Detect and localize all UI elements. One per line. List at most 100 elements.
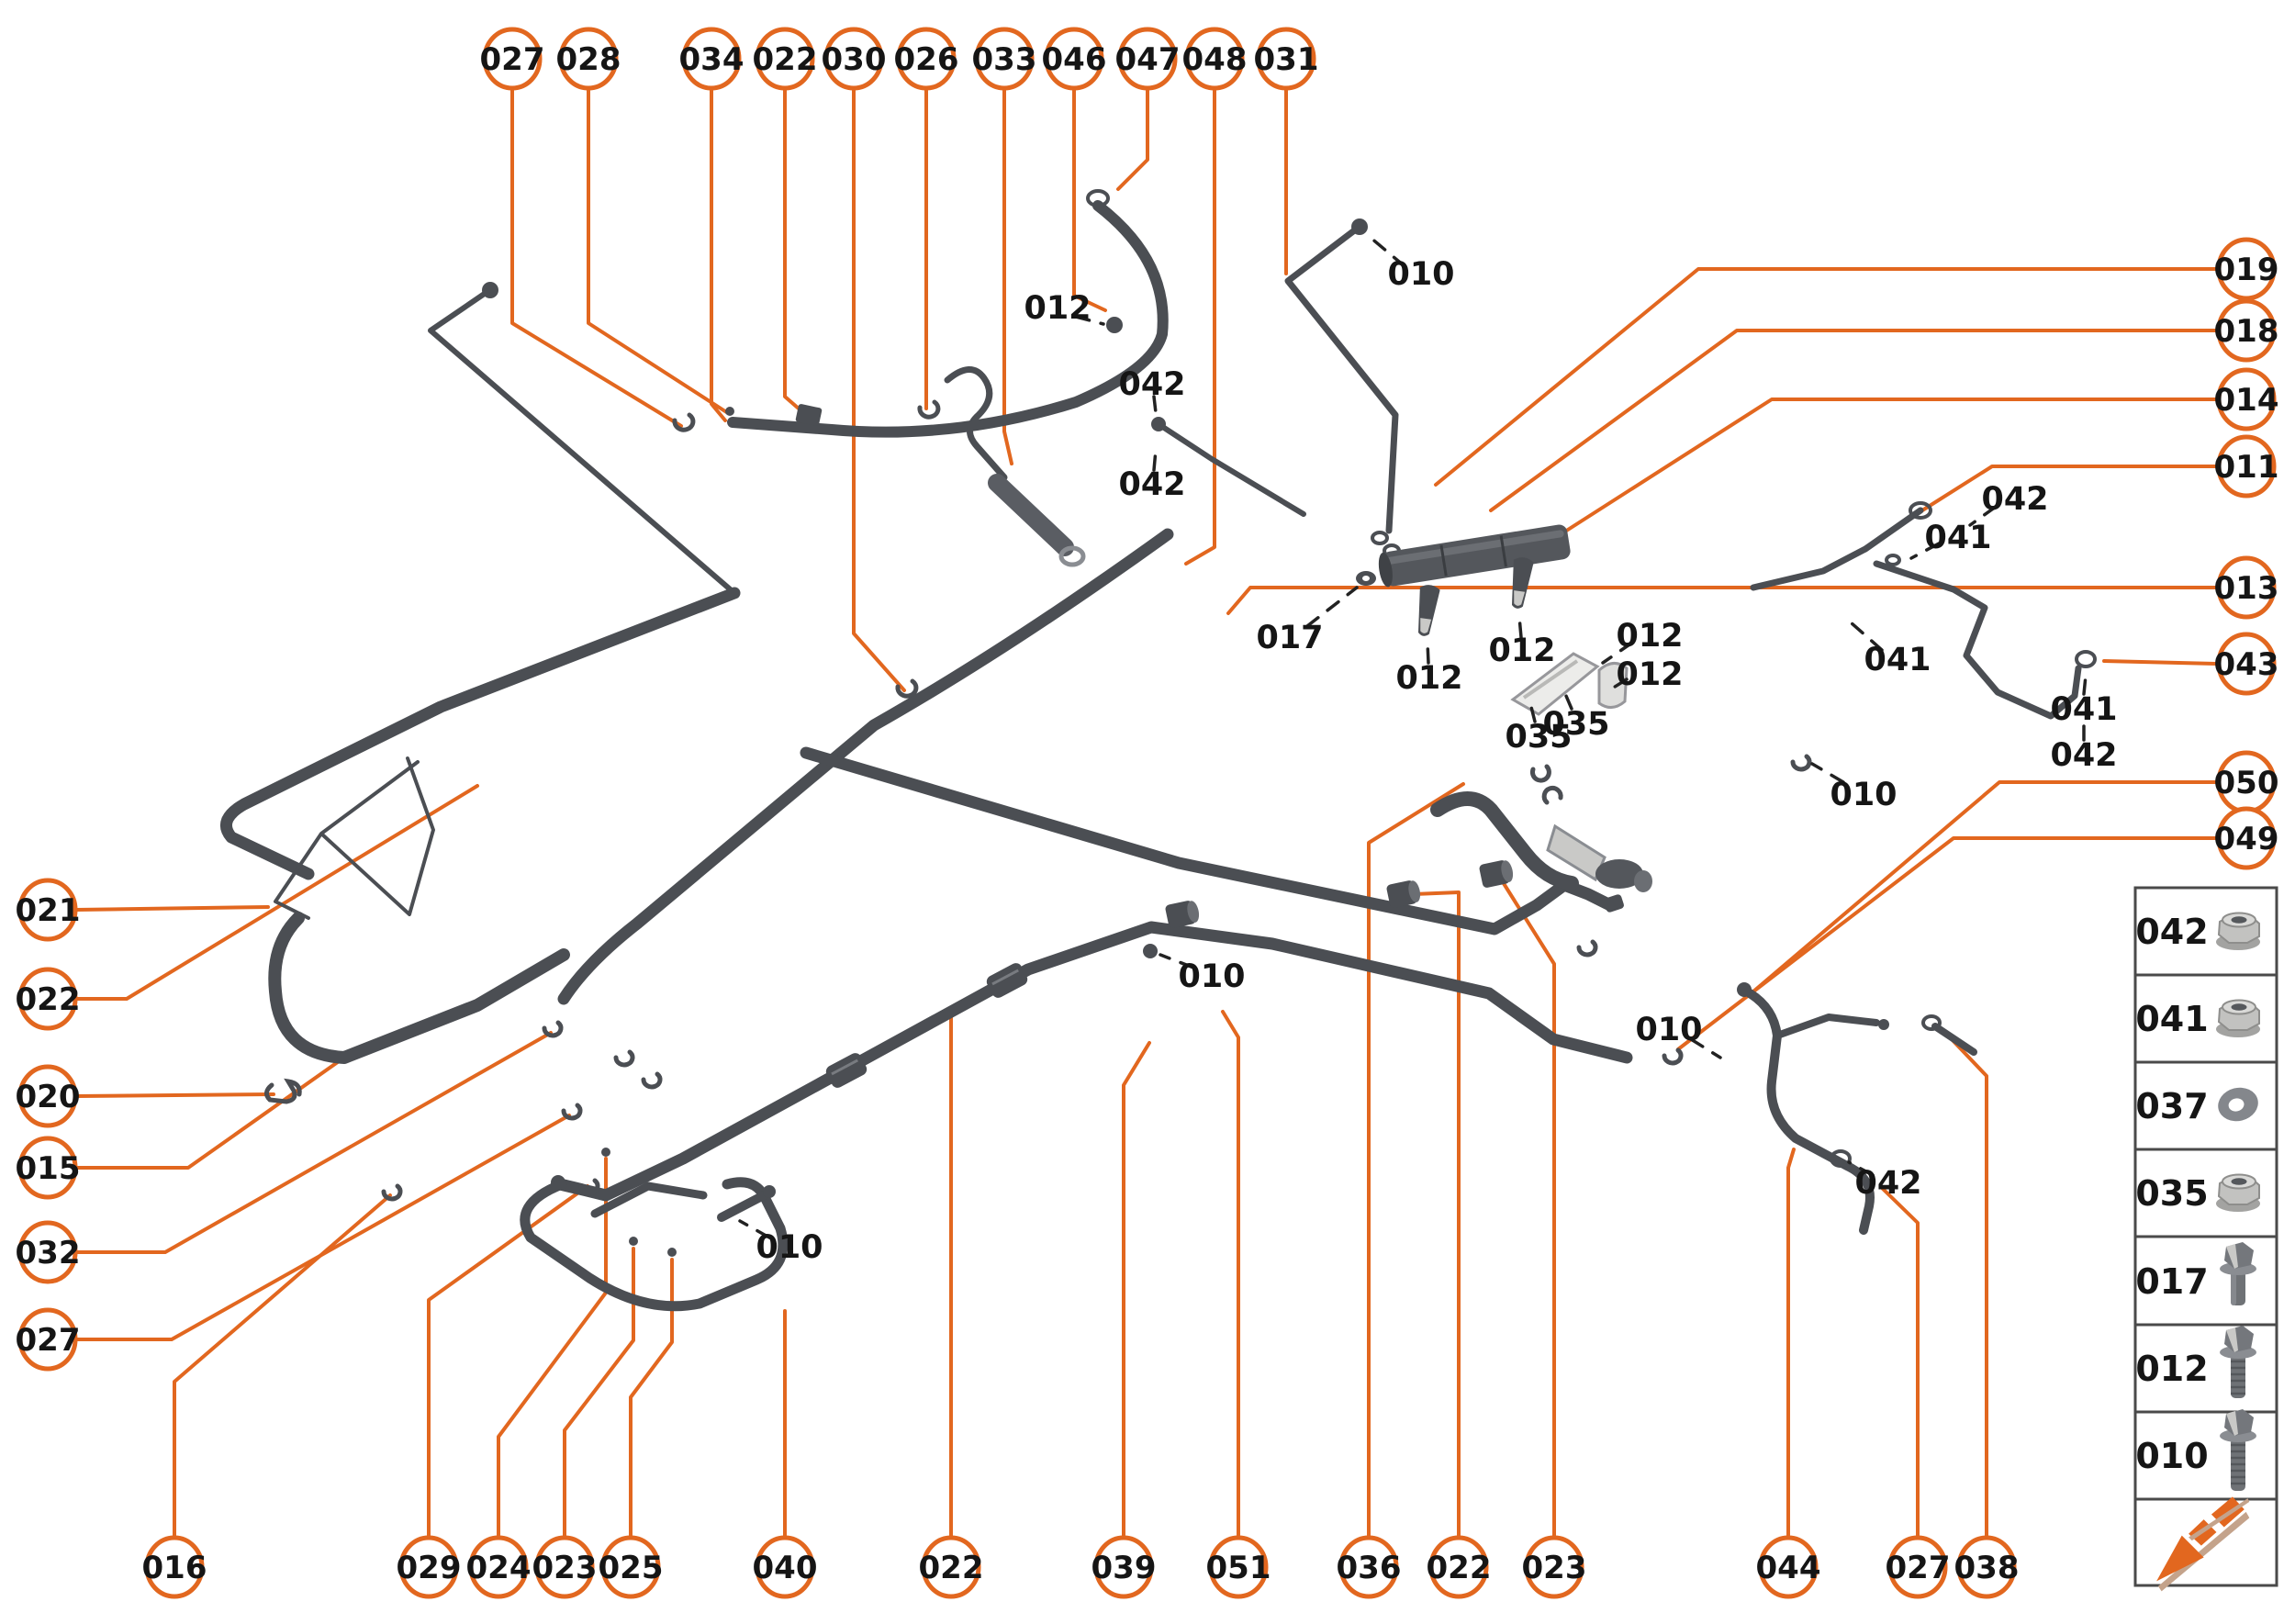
callout-right-019[interactable]: 019 (2214, 237, 2279, 301)
callout-top-026[interactable]: 026 (894, 27, 959, 91)
callout-circle (1044, 27, 1104, 91)
callout-circle (17, 967, 78, 1031)
legend-label: 042 (2135, 912, 2208, 952)
callout-left-015[interactable]: 015 (16, 1136, 81, 1200)
callout-bottom-024[interactable]: 024 (466, 1535, 532, 1599)
legend-row-010[interactable]: 010 (2135, 1407, 2258, 1493)
callout-left-027[interactable]: 027 (16, 1307, 81, 1372)
callout-left-020[interactable]: 020 (16, 1064, 81, 1128)
callout-bottom-016[interactable]: 016 (142, 1535, 207, 1599)
callout-bottom-027[interactable]: 027 (1886, 1535, 1951, 1599)
callout-bottom-022[interactable]: 022 (919, 1535, 984, 1599)
callout-label: 043 (2214, 646, 2279, 683)
leader-bottom-044 (1786, 1148, 1796, 1540)
callout-circle (755, 1535, 815, 1599)
flange-nut-icon (2215, 999, 2261, 1038)
callout-right-018[interactable]: 018 (2214, 298, 2279, 363)
leader-right-013 (1226, 586, 2220, 615)
leader-left-015 (74, 1058, 343, 1170)
legend-row-037[interactable]: 037 (2135, 1083, 2262, 1126)
callout-bottom-023[interactable]: 023 (532, 1535, 598, 1599)
leader-bottom-029 (427, 1184, 589, 1540)
callout-bottom-039[interactable]: 039 (1092, 1535, 1157, 1599)
legend-label: 017 (2135, 1261, 2208, 1302)
part-label-035: 035 (1505, 719, 1572, 756)
connector-pipe-042 (1156, 421, 1306, 517)
callout-label: 044 (1756, 1550, 1821, 1586)
callout-label: 051 (1206, 1550, 1271, 1586)
callout-bottom-038[interactable]: 038 (1954, 1535, 2020, 1599)
callout-top-022[interactable]: 022 (753, 27, 818, 91)
leader-right-050 (1752, 780, 2220, 993)
callout-right-011[interactable]: 011 (2214, 434, 2279, 498)
legend-row-041[interactable]: 041 (2135, 999, 2261, 1039)
callout-label: 023 (1522, 1550, 1587, 1586)
callout-left-022[interactable]: 022 (16, 967, 81, 1031)
callout-label: 050 (2214, 765, 2279, 801)
callout-label: 022 (16, 981, 81, 1018)
callout-right-050[interactable]: 050 (2214, 750, 2279, 814)
hose-cluster-bottom-left (520, 1177, 789, 1312)
callout-bottom-040[interactable]: 040 (753, 1535, 818, 1599)
leader-top-033 (1002, 87, 1013, 465)
callout-label: 031 (1254, 41, 1319, 78)
fitting-cap-012 (1106, 317, 1123, 333)
legend-row-017[interactable]: 017 (2135, 1242, 2256, 1305)
fuel-pipe-upper-left (428, 288, 737, 596)
callout-label: 020 (16, 1079, 81, 1115)
legend-label: 041 (2135, 999, 2208, 1039)
callout-bottom-036[interactable]: 036 (1337, 1535, 1402, 1599)
callout-right-043[interactable]: 043 (2214, 632, 2279, 696)
callout-label: 039 (1092, 1550, 1157, 1586)
callouts-top: 027 028 034 022 030 026 033 046 047 048 … (480, 27, 1319, 91)
callout-top-027[interactable]: 027 (480, 27, 545, 91)
filler-hose-lower (554, 921, 1633, 1202)
legend-label: 012 (2135, 1349, 2208, 1389)
callout-circle (974, 27, 1035, 91)
callout-circle (2216, 434, 2277, 498)
callout-top-031[interactable]: 031 (1254, 27, 1319, 91)
leader-left-021 (74, 905, 270, 912)
part-label-041: 041 (1864, 642, 1931, 678)
callout-right-049[interactable]: 049 (2214, 806, 2279, 870)
callout-bottom-022b[interactable]: 022 (1427, 1535, 1492, 1599)
legend-row-035[interactable]: 035 (2135, 1173, 2261, 1214)
inline-part-labels: 012 042 042 010 017 012 012 012 012 035 … (756, 256, 2117, 1266)
callout-top-034[interactable]: 034 (679, 27, 744, 91)
callout-bottom-051[interactable]: 051 (1206, 1535, 1271, 1599)
leader-lines (74, 87, 2220, 1540)
callout-bottom-029[interactable]: 029 (397, 1535, 462, 1599)
leader-right-019 (1434, 267, 2220, 487)
callout-top-028[interactable]: 028 (556, 27, 621, 91)
callout-circle (896, 27, 957, 91)
breather-pipe-031 (1284, 225, 1399, 534)
callouts-bottom: 016 029 024 023 025 040 022 039 051 036 … (142, 1535, 2020, 1599)
callout-label: 021 (16, 892, 81, 929)
callout-top-033[interactable]: 033 (972, 27, 1037, 91)
callout-bottom-025[interactable]: 025 (599, 1535, 664, 1599)
callout-label: 028 (556, 41, 621, 78)
callout-circle (1758, 1535, 1819, 1599)
part-label-041: 041 (2050, 691, 2117, 728)
callout-bottom-023b[interactable]: 023 (1522, 1535, 1587, 1599)
callout-circle (398, 1535, 459, 1599)
legend-row-042[interactable]: 042 (2135, 912, 2261, 952)
callout-label: 027 (1886, 1550, 1951, 1586)
callout-right-014[interactable]: 014 (2214, 367, 2279, 431)
callout-top-047[interactable]: 047 (1115, 27, 1181, 91)
hose-clamp-038 (1921, 1014, 1942, 1031)
callout-bottom-044[interactable]: 044 (1756, 1535, 1821, 1599)
callout-left-021[interactable]: 021 (16, 878, 81, 942)
grommet-bushing-023 (1478, 858, 1516, 889)
callout-top-046[interactable]: 046 (1042, 27, 1107, 91)
callout-right-013[interactable]: 013 (2214, 555, 2279, 620)
callout-circle (2216, 237, 2277, 301)
ribbed-hose-033 (988, 474, 1074, 556)
callout-top-030[interactable]: 030 (822, 27, 887, 91)
callout-top-048[interactable]: 048 (1182, 27, 1248, 91)
callouts-right: 019 018 014 011 013 043 050 049 (2214, 237, 2279, 870)
leader-bottom-024 (497, 1157, 608, 1540)
callout-label: 049 (2214, 821, 2279, 857)
callout-left-032[interactable]: 032 (16, 1220, 81, 1284)
legend-row-012[interactable]: 012 (2135, 1324, 2258, 1400)
